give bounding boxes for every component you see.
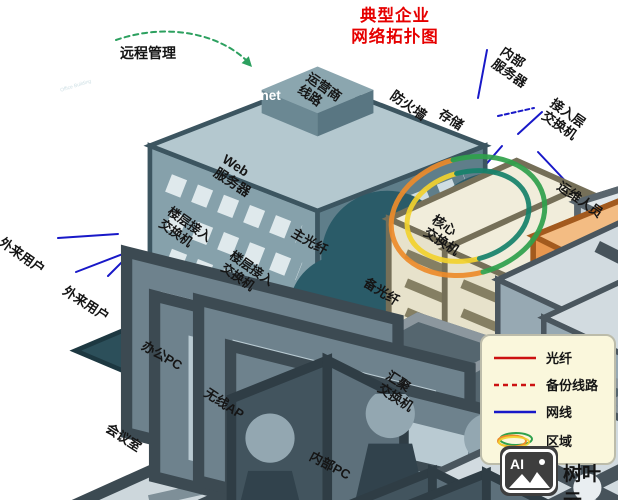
legend-label: 区域 [546, 433, 573, 449]
cable-line-dashed [497, 107, 535, 117]
legend-box: 光纤 备份线路 网线 区域 [480, 334, 616, 465]
legend-label: 光纤 [546, 351, 573, 366]
remote-mgmt-link [115, 30, 251, 65]
legend-item-cable: 网线 [492, 402, 604, 421]
legend-item-backup: 备份线路 [492, 375, 604, 394]
cable-line [57, 233, 119, 239]
label-remote-mgmt: 远程管理 [120, 45, 176, 61]
legend-label: 备份线路 [546, 378, 599, 393]
label-internet: Internet [231, 88, 281, 103]
cable-line [75, 251, 129, 273]
remote-mgmt-arrowhead [241, 56, 252, 67]
cable-line-swatch [492, 408, 538, 416]
ai-image-badge-icon: AI [500, 446, 558, 496]
watermark-brand: 树叶云 [563, 464, 602, 500]
legend-item-fiber: 光纤 [492, 348, 604, 367]
page-title: 典型企业 网络拓扑图 [351, 7, 439, 46]
legend-label: 网线 [546, 405, 573, 420]
badge-ai-text: AI [510, 456, 524, 472]
cable-line [517, 111, 543, 135]
zone-ring-icon [388, 153, 548, 279]
backup-line-swatch [492, 381, 538, 389]
fiber-line-swatch [492, 354, 538, 362]
legend-item-zone: 区域 [492, 429, 604, 451]
cable-line [477, 49, 488, 99]
